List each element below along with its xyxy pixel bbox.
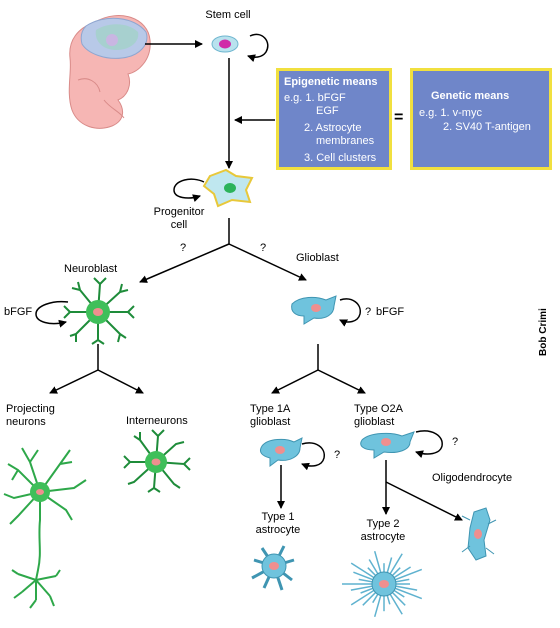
stem-cell-label: Stem cell	[205, 9, 251, 21]
type-1a-glioblast-label: Type 1A glioblast	[250, 403, 290, 429]
type-o2a-glioblast-cell	[360, 431, 415, 459]
genetic-item: e.g. 1. v-myc	[419, 107, 482, 119]
projecting-neuron	[3, 447, 87, 609]
typeo2a-label-line1: Type O2A	[354, 403, 403, 415]
type-1a-glioblast-cell	[259, 437, 303, 467]
type1-label-line2: astrocyte	[255, 524, 301, 536]
stem-cell	[211, 35, 239, 53]
question-mark: ?	[365, 306, 372, 318]
genetic-item: 2. SV40 T-antigen	[443, 121, 531, 133]
oligodendrocyte-cell	[461, 507, 497, 561]
projecting-neurons-label: Projecting neurons	[6, 403, 55, 429]
projecting-label-line2: neurons	[6, 416, 46, 428]
glioblast-label: Glioblast	[296, 252, 339, 264]
epigenetic-item: EGF	[316, 105, 339, 117]
type1-label-line1: Type 1	[261, 511, 295, 523]
type-1-astrocyte	[251, 545, 295, 591]
epigenetic-item: 2. Astrocyte	[304, 122, 362, 134]
type1a-label-line1: Type 1A	[250, 403, 291, 415]
typeo2a-label-line2: glioblast	[354, 416, 395, 428]
progenitor-label-line1: Progenitor	[153, 206, 205, 218]
self-renewal-loops	[35, 33, 443, 471]
neuroblast-cell	[63, 277, 135, 345]
branch-lines	[49, 218, 463, 521]
type-1-astrocyte-label: Type 1 astrocyte	[248, 511, 308, 537]
neuroblast-label: Neuroblast	[64, 263, 118, 275]
glioblast-cell	[291, 295, 337, 325]
bfgf-right-label: bFGF	[376, 306, 405, 318]
genetic-title: Genetic means	[431, 90, 510, 102]
type-2-astrocyte-body	[371, 571, 397, 597]
epigenetic-means-box: Epigenetic means e.g. 1. bFGF EGF 2. Ast…	[276, 68, 392, 170]
embryo-illustration	[68, 15, 151, 129]
type2-label-line1: Type 2	[366, 518, 400, 530]
question-mark: ?	[260, 242, 267, 254]
progenitor-cell	[202, 168, 254, 208]
projecting-label-line1: Projecting	[6, 403, 55, 415]
epigenetic-item: membranes	[316, 135, 375, 147]
artist-credit: Bob Crimi	[538, 308, 549, 356]
genetic-means-box: Genetic means e.g. 1. v-myc 2. SV40 T-an…	[410, 68, 552, 170]
progenitor-label: Progenitor cell	[148, 206, 210, 232]
epigenetic-item: e.g. 1. bFGF	[284, 92, 346, 104]
bfgf-left-label: bFGF	[4, 306, 33, 318]
equals-sign: =	[394, 109, 404, 126]
type2-label-line2: astrocyte	[360, 531, 406, 543]
oligodendrocyte-label: Oligodendrocyte	[432, 472, 513, 484]
question-mark: ?	[334, 449, 341, 461]
epigenetic-item: 3. Cell clusters	[304, 152, 377, 164]
question-mark: ?	[452, 436, 459, 448]
interneurons-label: Interneurons	[126, 415, 188, 427]
epigenetic-title: Epigenetic means	[284, 76, 378, 88]
question-mark: ?	[180, 242, 187, 254]
type-o2a-glioblast-label: Type O2A glioblast	[354, 403, 403, 429]
type-2-astrocyte-label: Type 2 astrocyte	[352, 518, 414, 544]
interneuron	[123, 429, 191, 493]
progenitor-label-line2: cell	[170, 219, 188, 231]
type1a-label-line2: glioblast	[250, 416, 291, 428]
